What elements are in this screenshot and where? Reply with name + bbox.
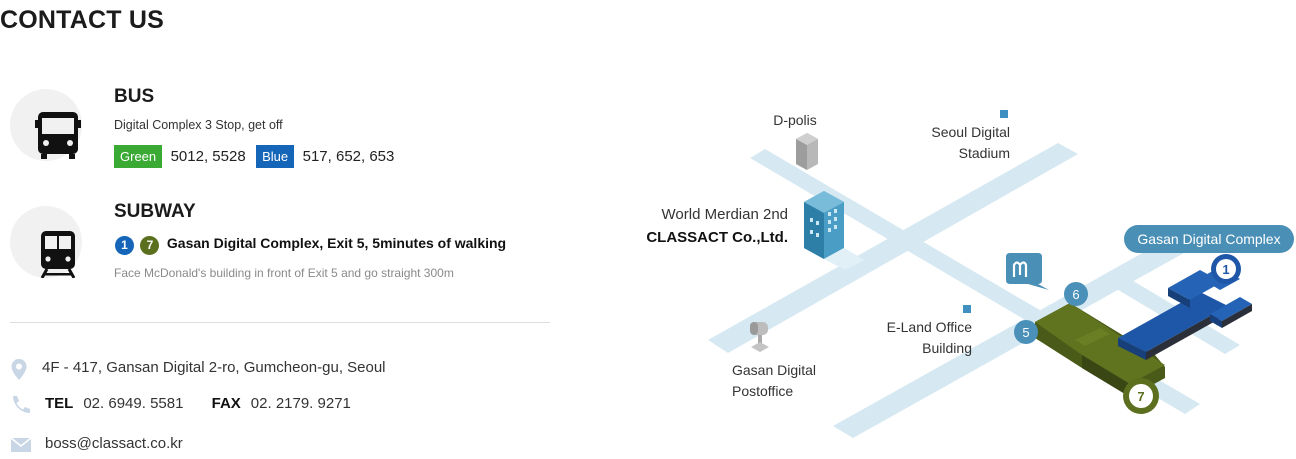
mcdonalds-icon bbox=[1006, 253, 1049, 290]
postoffice-label-line2: Postoffice bbox=[732, 383, 794, 399]
tel-number: 02. 6949. 5581 bbox=[83, 395, 184, 412]
divider bbox=[10, 322, 550, 323]
bus-desc: Digital Complex 3 Stop, get off bbox=[114, 118, 283, 132]
tel-label: TEL bbox=[45, 395, 74, 412]
line-7-station-icon bbox=[1035, 303, 1165, 397]
company-label-line2: CLASSACT Co.,Ltd. bbox=[646, 229, 788, 246]
station-label: Gasan Digital Complex bbox=[1137, 231, 1280, 247]
subway-title: SUBWAY bbox=[114, 201, 196, 222]
subway-icon bbox=[40, 231, 76, 278]
exit-6-icon bbox=[1064, 282, 1088, 306]
bus-routes: Green 5012, 5528 Blue 517, 652, 653 bbox=[114, 145, 394, 168]
page-title: CONTACT US bbox=[0, 6, 165, 34]
map-line-7-label: 7 bbox=[1137, 389, 1144, 404]
fax-label: FAX bbox=[211, 395, 241, 412]
exit-5-label: 5 bbox=[1022, 325, 1029, 340]
mail-icon bbox=[10, 437, 32, 452]
line-1-badge: 1 bbox=[115, 236, 134, 255]
location-pin-icon bbox=[11, 359, 27, 380]
postoffice-label-line1: Gasan Digital bbox=[732, 362, 817, 378]
exit-5-icon bbox=[1014, 320, 1038, 344]
line-1-station-icon bbox=[1118, 267, 1252, 360]
eland-label-line1: E-Land Office bbox=[886, 319, 972, 335]
blue-bus-badge: Blue bbox=[256, 145, 295, 168]
bus-icon bbox=[35, 112, 81, 159]
stadium-marker-icon bbox=[1000, 110, 1008, 118]
postbox-icon bbox=[750, 322, 769, 352]
exit-6-label: 6 bbox=[1072, 287, 1079, 302]
location-map: 5 6 1 7 Gasan Digital Complex bbox=[708, 110, 1294, 438]
green-bus-badge: Green bbox=[114, 145, 163, 168]
bus-icon-circle bbox=[10, 89, 82, 161]
line-7-badge: 7 bbox=[140, 236, 160, 255]
subway-main-text: Gasan Digital Complex, Exit 5, 5minutes … bbox=[166, 235, 507, 251]
dpolis-building-icon bbox=[796, 133, 818, 170]
subway-route: 1 7 Gasan Digital Complex, Exit 5, 5minu… bbox=[115, 235, 507, 255]
green-bus-numbers: 5012, 5528 bbox=[170, 148, 246, 165]
company-label-line1: World Merdian 2nd bbox=[661, 206, 788, 223]
stadium-label: Seoul Digital Stadium bbox=[870, 122, 1010, 164]
fax-number: 02. 2179. 9271 bbox=[250, 395, 351, 412]
road-diagonal-2 bbox=[708, 143, 1078, 353]
blue-bus-numbers: 517, 652, 653 bbox=[302, 148, 395, 165]
dpolis-label: D-polis bbox=[773, 112, 817, 128]
postoffice-label: Gasan Digital Postoffice bbox=[732, 360, 852, 402]
stadium-label-line1: Seoul Digital bbox=[931, 124, 1010, 140]
stadium-label-line2: Stadium bbox=[958, 145, 1010, 161]
address-text: 4F - 417, Gansan Digital 2-ro, Gumcheon-… bbox=[42, 359, 386, 376]
eland-label-line2: Building bbox=[922, 340, 972, 356]
map-line-1-label: 1 bbox=[1222, 262, 1229, 277]
subway-icon-circle bbox=[10, 206, 82, 278]
phone-icon bbox=[13, 396, 30, 413]
email-link[interactable]: boss@classact.co.kr bbox=[45, 435, 183, 452]
bus-title: BUS bbox=[114, 86, 155, 107]
subway-desc: Face McDonald's building in front of Exi… bbox=[114, 266, 454, 280]
phone-fax-row: TEL 02. 6949. 5581 FAX 02. 2179. 9271 bbox=[45, 395, 351, 412]
company-label: World Merdian 2nd CLASSACT Co.,Ltd. bbox=[610, 203, 788, 249]
eland-marker-icon bbox=[963, 305, 971, 313]
station-label-pill bbox=[1124, 225, 1294, 253]
eland-label: E-Land Office Building bbox=[850, 317, 972, 359]
company-building-icon bbox=[804, 191, 865, 270]
